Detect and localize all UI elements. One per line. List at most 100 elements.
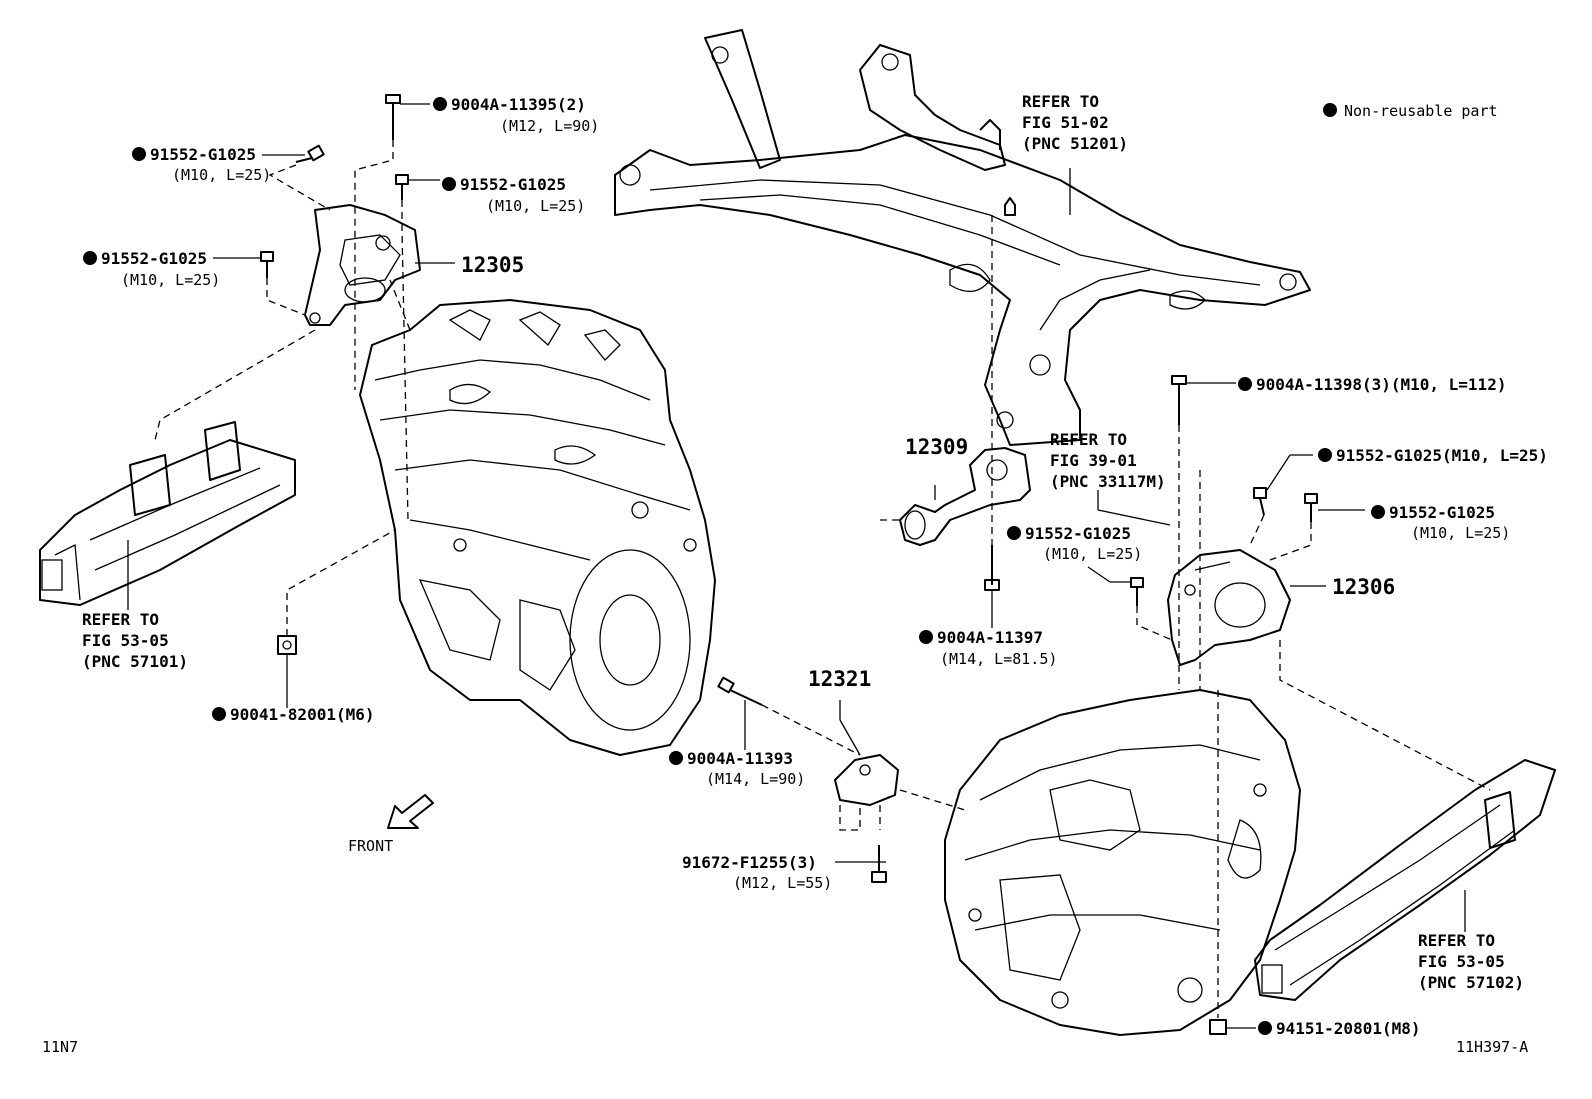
callout-number: 9004A-11393 [687,749,793,768]
fasteners [260,94,1318,1035]
callout-number: 91552-G1025 [460,175,566,194]
bolt-91552-G1025-f [1130,577,1144,606]
part-number: 12309 [905,435,968,459]
ref-line-2: FIG 39-01 [1050,451,1137,470]
ref-fig-53-05-left: REFER TO FIG 53-05 (PNC 57101) [82,610,188,671]
bolt-91552-G1025-c [260,251,274,278]
non-reusable-dot-icon [919,630,933,644]
callout-number: 91552-G1025 [101,249,207,268]
ref-fig-53-05-right: REFER TO FIG 53-05 (PNC 57102) [1418,931,1524,992]
legend: Non-reusable part [1323,102,1498,120]
ref-line-3: (PNC 57102) [1418,973,1524,992]
callout-number: 91552-G1025 [1389,503,1495,522]
callout-9004A-11397: 9004A-11397 (M14, L=81.5) [919,628,1057,668]
callout-91552-G1025-d: 91552-G1025(M10, L=25) [1318,446,1548,465]
non-reusable-dot-icon [442,177,456,191]
leader-lines [127,103,1466,1029]
callout-90041-82001: 90041-82001(M6) [212,705,375,724]
callout-number: 9004A-11395(2) [451,95,586,114]
callout-spec: (M14, L=90) [706,770,805,788]
non-reusable-dot-icon [433,97,447,111]
corner-code-left: 11N7 [42,1038,78,1056]
callout-spec: (M10, L=25) [121,271,220,289]
bolt-91552-G1025-b [395,174,409,200]
bolt-9004A-11395 [385,94,401,140]
callout-number: 91552-G1025 [150,145,256,164]
nut-94151-20801 [1209,1019,1227,1035]
part-number: 12306 [1332,575,1395,599]
engine-assembly [359,299,716,756]
illustration-id: 11H397-A [1456,1038,1528,1056]
legend-text: Non-reusable part [1344,102,1498,120]
callout-spec: (M10, L=25) [172,166,271,184]
bolt-9004A-11398 [1171,375,1187,425]
callout-number: 91552-G1025 [1025,524,1131,543]
callout-91552-G1025-b: 91552-G1025 (M10, L=25) [442,175,585,215]
callout-9004A-11395: 9004A-11395(2) (M12, L=90) [433,95,599,135]
ref-fig-51-02: REFER TO FIG 51-02 (PNC 51201) [1022,92,1128,153]
non-reusable-dot-icon [212,707,226,721]
callout-spec: (M14, L=81.5) [940,650,1057,668]
callout-91552-G1025-e: 91552-G1025 (M10, L=25) [1371,503,1510,542]
ref-line-2: FIG 53-05 [1418,952,1505,971]
non-reusable-dot-icon [669,751,683,765]
callout-94151-20801: 94151-20801(M8) [1258,1019,1421,1038]
non-reusable-dot-icon [132,147,146,161]
bolt-91552-G1025-e [1304,493,1318,522]
bolt-91552-G1025-d [1253,487,1267,516]
callout-spec: (M10, L=25) [1043,545,1142,563]
callout-spec: (M10, L=25) [486,197,585,215]
callout-number: 91552-G1025(M10, L=25) [1336,446,1548,465]
ref-line-1: REFER TO [1022,92,1099,111]
part-number: 12305 [461,253,524,277]
callout-number: 90041-82001(M6) [230,705,375,724]
callout-spec: (M12, L=90) [500,117,599,135]
non-reusable-dot-icon [1238,377,1252,391]
left-frame-rail [39,421,296,606]
non-reusable-dot-icon [1258,1021,1272,1035]
callout-9004A-11398: 9004A-11398(3)(M10, L=112) [1238,375,1506,394]
ref-line-3: (PNC 57101) [82,652,188,671]
callout-91552-G1025-f: 91552-G1025 (M10, L=25) [1007,524,1142,563]
callout-91672-F1255: 91672-F1255(3) (M12, L=55) [682,853,832,892]
part-label-12305: 12305 [461,253,524,277]
front-label: FRONT [348,837,393,855]
nut-90041-82001 [277,635,297,655]
non-reusable-dot-icon [1371,505,1385,519]
bolt-91552-G1025-a [295,144,325,163]
torque-rod-12309 [899,447,1031,546]
ref-line-3: (PNC 51201) [1022,134,1128,153]
transaxle-assembly [944,689,1301,1036]
bolt-9004A-11393 [717,676,763,706]
bolt-9004A-11397 [984,545,1000,591]
ref-line-2: FIG 51-02 [1022,113,1109,132]
bracket-12321 [834,754,899,831]
callout-number: 94151-20801(M8) [1276,1019,1421,1038]
assembly-lines [154,140,1491,1018]
callout-9004A-11393: 9004A-11393 (M14, L=90) [669,749,805,788]
non-reusable-dot-icon [1007,526,1021,540]
ref-line-3: (PNC 33117M) [1050,472,1166,491]
front-arrow: FRONT [348,794,434,855]
callout-91552-G1025-a: 91552-G1025 (M10, L=25) [132,145,271,184]
callout-number: 9004A-11397 [937,628,1043,647]
non-reusable-dot-icon [83,251,97,265]
engine-mount-12306 [1167,549,1291,666]
part-label-12306: 12306 [1332,575,1395,599]
callout-spec: (M10, L=25) [1411,524,1510,542]
right-frame-rail [1254,759,1556,1001]
engine-mount-12305 [304,204,421,326]
callout-number: 9004A-11398(3)(M10, L=112) [1256,375,1506,394]
part-label-12321: 12321 [808,667,871,691]
bolt-91672-F1255 [871,845,887,883]
part-number: 12321 [808,667,871,691]
ref-line-1: REFER TO [1050,430,1127,449]
part-label-12309: 12309 [905,435,968,459]
non-reusable-dot-icon [1323,103,1337,117]
front-suspension-crossmember [614,29,1311,446]
ref-fig-39-01: REFER TO FIG 39-01 (PNC 33117M) [1050,430,1166,491]
callout-91552-G1025-c: 91552-G1025 (M10, L=25) [83,249,220,289]
ref-line-1: REFER TO [1418,931,1495,950]
callout-spec: (M12, L=55) [733,874,832,892]
